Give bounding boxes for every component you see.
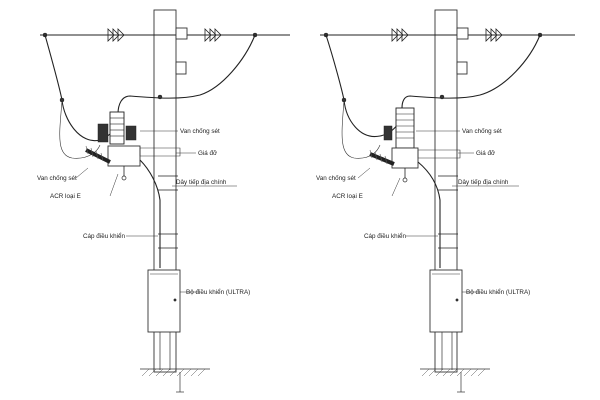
label-arrester-top: Van chống sét	[462, 126, 502, 135]
pole-fitting-left	[175, 61, 187, 75]
acr-recloser-right	[383, 107, 419, 183]
label-control-cable: Cáp điều khiển	[364, 231, 407, 240]
label-bracket: Giá đỡ	[476, 150, 495, 157]
acr-recloser-left	[97, 111, 141, 181]
insulator-left-2	[204, 28, 222, 42]
arrester-left-side	[85, 145, 111, 164]
controller-cabinet-left	[147, 269, 181, 370]
controller-cabinet-right	[429, 269, 463, 370]
label-controller: Bộ điều khiển (ULTRA)	[466, 287, 530, 296]
drop-conductor-left-a	[44, 34, 119, 142]
pole-fitting-right	[456, 61, 468, 75]
insulator-left-1	[107, 28, 125, 42]
label-control-cable: Cáp điều khiển	[83, 231, 126, 240]
crossarm-clamp-left	[175, 27, 188, 40]
drop-loop-left	[59, 99, 101, 159]
label-ground-lead: Dây tiếp địa chính	[176, 177, 227, 186]
label-arrester-left: Van chống sét	[37, 173, 77, 182]
arrester-right-side	[369, 149, 395, 166]
ground-left	[140, 368, 210, 393]
label-ground-lead: Dây tiếp địa chính	[458, 177, 509, 186]
insulator-right-1	[391, 28, 409, 42]
crossarm-clamp-right	[456, 27, 469, 40]
diagram-right: Van chống sét Giá đỡ Van chống sét Dây t…	[316, 9, 575, 393]
control-cable-right	[417, 161, 441, 268]
drop-conductor-left-b	[117, 34, 256, 115]
label-acr: ACR loại E	[50, 193, 81, 200]
drop-conductor-right-a	[325, 34, 401, 138]
label-controller: Bộ điều khiển (ULTRA)	[186, 287, 250, 296]
diagram-left: Van chống sét Giá đỡ Van chống sét Dây t…	[37, 9, 290, 393]
insulator-right-2	[485, 28, 503, 42]
label-arrester-left: Van chống sét	[316, 173, 356, 182]
label-bracket: Giá đỡ	[198, 150, 217, 157]
label-acr: ACR loại E	[332, 193, 363, 200]
bracket-left	[139, 147, 181, 157]
drop-loop-right	[341, 99, 381, 159]
label-arrester-top: Van chống sét	[180, 126, 220, 135]
ground-right	[420, 368, 490, 393]
control-cable-left	[139, 159, 161, 268]
drop-conductor-right-b	[401, 34, 541, 109]
bracket-right	[417, 149, 461, 159]
